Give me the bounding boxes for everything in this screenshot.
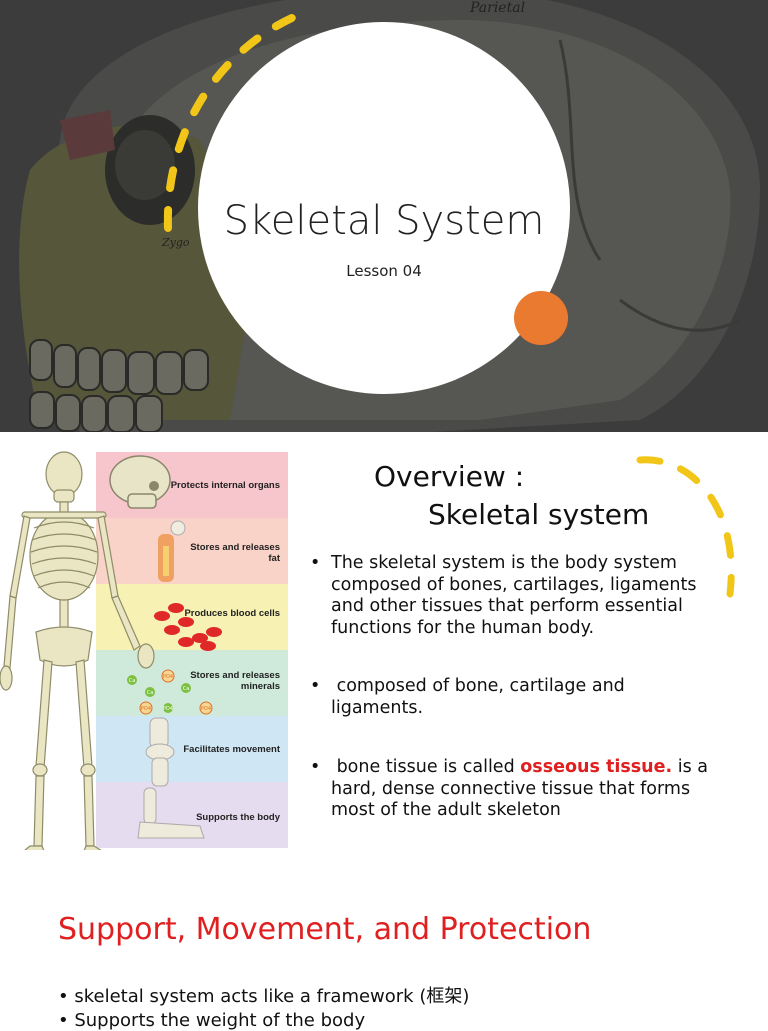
osseous-tissue-term: osseous tissue. <box>520 757 673 777</box>
svg-text:Ca: Ca <box>183 686 190 692</box>
function-panel-movement: Facilitates movement <box>96 716 288 782</box>
overview-title-line1: Overview : <box>374 460 525 493</box>
title-circle <box>198 22 570 394</box>
support-slide-title: Support, Movement, and Protection <box>58 912 592 947</box>
decorative-dashed-arc <box>636 456 735 598</box>
bullet-text: The skeletal system is the body system c… <box>331 553 697 638</box>
overview-bullet-2: • composed of bone, cartilage and ligame… <box>310 676 710 719</box>
skeleton-drawing: Ca PO4 Ca PO4 Ca PO4 PO4 <box>0 451 222 850</box>
function-label: Supports the body <box>196 812 280 823</box>
bullet-text: composed of bone, cartilage and ligament… <box>331 676 625 718</box>
knee-joint-icon <box>145 717 175 787</box>
svg-text:Ca: Ca <box>147 690 154 696</box>
overview-bullet-3: • bone tissue is called osseous tissue. … <box>310 757 710 822</box>
bg-label-zygomatic: Zygo <box>161 236 190 249</box>
svg-text:PO4: PO4 <box>201 706 211 712</box>
foot-icon <box>137 787 205 839</box>
bullet-marker: • <box>310 553 321 573</box>
function-label: Protects internal organs <box>170 480 280 491</box>
skull-icon <box>109 455 171 509</box>
bg-label-parietal: Parietal <box>469 0 525 16</box>
svg-text:PO4: PO4 <box>141 706 151 712</box>
title-slide: Parietal Zygo Skeletal System Lesson 04 <box>0 0 768 432</box>
blood-cells-icon <box>154 603 222 651</box>
accent-circle <box>514 291 568 345</box>
femur-icon <box>158 520 186 582</box>
function-label: Facilitates movement <box>183 744 280 755</box>
svg-text:PO4: PO4 <box>163 674 173 680</box>
mineral-icons: Ca PO4 Ca PO4 Ca PO4 PO4 <box>127 669 213 715</box>
bullet-text: bone tissue is called osseous tissue. is… <box>331 757 708 820</box>
function-label: Produces blood cells <box>184 608 280 619</box>
svg-text:PO4: PO4 <box>163 706 173 712</box>
overview-slide: Protects internal organs Stores and rele… <box>0 432 768 864</box>
bullet-marker: • <box>310 757 321 777</box>
support-bullet-1: • skeletal system acts like a framework … <box>58 986 470 1007</box>
slide-subtitle: Lesson 04 <box>346 262 422 280</box>
function-label: Stores and releases minerals <box>190 670 280 692</box>
support-bullet-2: • Supports the weight of the body <box>58 1010 366 1031</box>
support-slide: Support, Movement, and Protection • skel… <box>0 864 768 1031</box>
svg-text:Ca: Ca <box>129 678 136 684</box>
overview-title-line2: Skeletal system <box>428 498 650 531</box>
full-skeleton-figure <box>0 451 155 850</box>
function-label: Stores and releases fat <box>190 542 280 564</box>
overview-bullet-1: • The skeletal system is the body system… <box>310 553 710 639</box>
skeleton-functions-illustration: Protects internal organs Stores and rele… <box>0 446 300 850</box>
slide-title: Skeletal System <box>223 198 545 244</box>
bullet-marker: • <box>310 676 321 696</box>
function-panel-fat: Stores and releases fat <box>96 518 288 584</box>
